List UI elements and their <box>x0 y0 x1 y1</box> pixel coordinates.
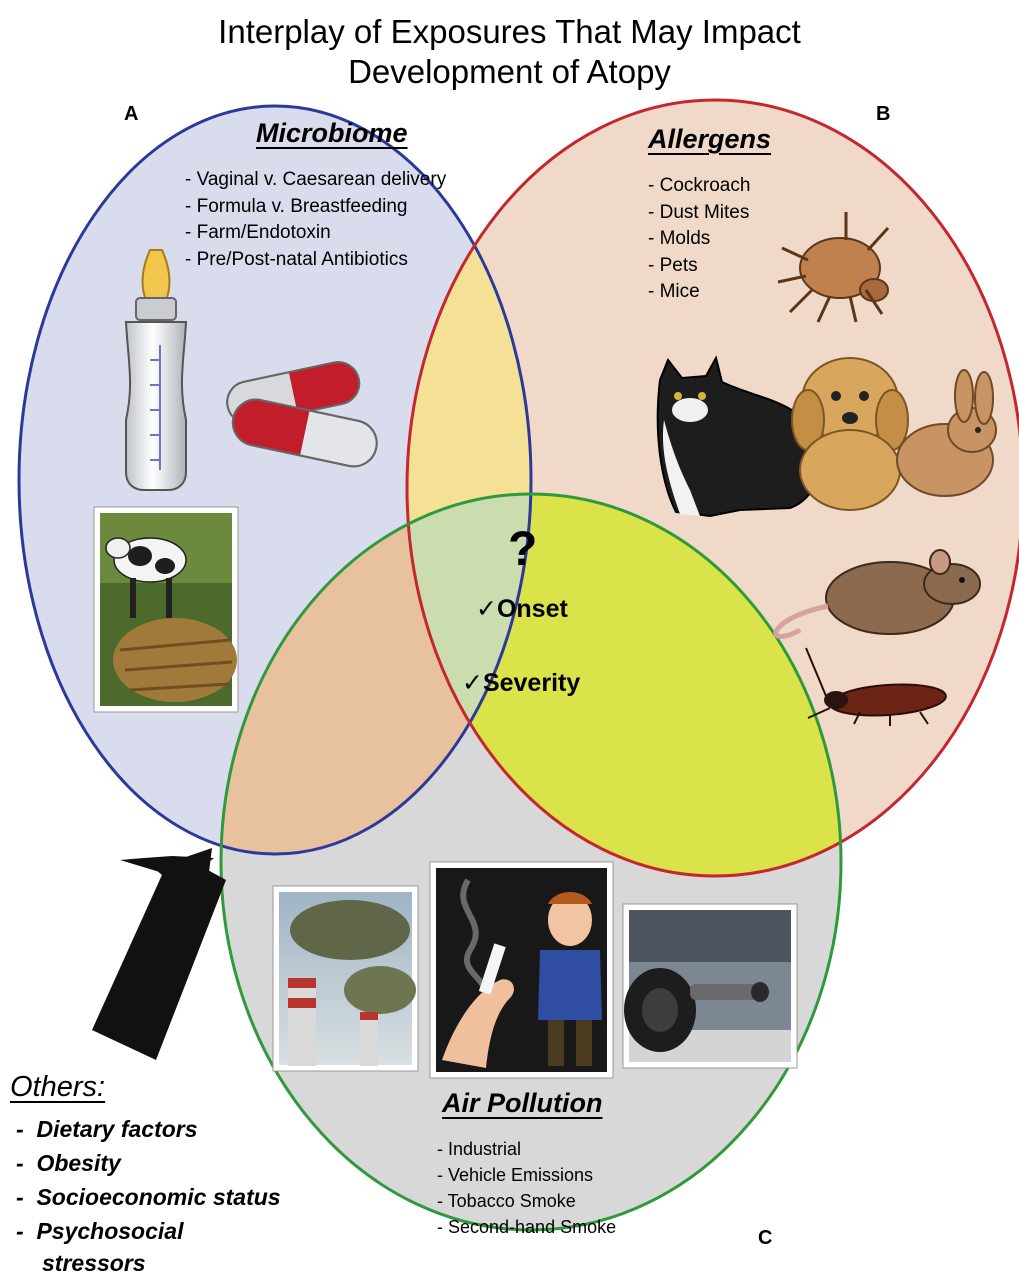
list-item: - Dust Mites <box>648 200 750 227</box>
list-item: - Pets <box>648 253 750 280</box>
set-a-list: - Vaginal v. Caesarean delivery - Formul… <box>185 167 446 273</box>
list-item: - Obesity <box>16 1146 281 1180</box>
others-heading: Others: <box>10 1071 105 1104</box>
child-with-cigarette-image <box>430 862 613 1078</box>
set-c-letter: C <box>758 1227 772 1250</box>
list-item: - Molds <box>648 226 750 253</box>
set-b-list: - Cockroach - Dust Mites - Molds - Pets … <box>648 173 750 306</box>
list-item: - Pre/Post-natal Antibiotics <box>185 247 446 274</box>
bullet: - <box>16 1184 24 1210</box>
list-item-label: Psychosocial <box>36 1218 183 1244</box>
list-item: - Cockroach <box>648 173 750 200</box>
center-question-mark: ? <box>508 522 537 577</box>
car-exhaust-image <box>623 904 797 1068</box>
list-item: - Industrial <box>437 1136 616 1162</box>
factory-smokestacks-image <box>273 886 418 1071</box>
diagram-title-line-1: Interplay of Exposures That May Impact <box>0 12 1019 52</box>
center-onset: ✓Onset <box>476 594 568 624</box>
list-item-label: Dietary factors <box>36 1116 197 1142</box>
others-list: - Dietary factors - Obesity - Socioecono… <box>16 1112 281 1248</box>
bullet: - <box>16 1218 24 1244</box>
list-item: - Socioeconomic status <box>16 1180 281 1214</box>
bullet: - <box>16 1116 24 1142</box>
list-item-label: Socioeconomic status <box>36 1184 280 1210</box>
set-c-list: - Industrial - Vehicle Emissions - Tobac… <box>437 1136 616 1240</box>
diagram-title-line-2: Development of Atopy <box>0 52 1019 92</box>
list-item: - Tobacco Smoke <box>437 1188 616 1214</box>
set-c-heading: Air Pollution <box>442 1088 602 1119</box>
list-item-label: Obesity <box>36 1150 120 1176</box>
set-a-heading: Microbiome <box>256 118 408 149</box>
list-item: - Dietary factors <box>16 1112 281 1146</box>
list-item: - Vehicle Emissions <box>437 1162 616 1188</box>
set-a-letter: A <box>124 103 138 126</box>
arrow-icon <box>92 848 226 1060</box>
set-b-heading: Allergens <box>648 124 771 155</box>
bullet: - <box>16 1150 24 1176</box>
list-item: - Second-hand Smoke <box>437 1214 616 1240</box>
list-item: - Vaginal v. Caesarean delivery <box>185 167 446 194</box>
others-item-continuation: stressors <box>42 1250 146 1277</box>
cow-with-hay-image <box>94 507 238 712</box>
center-severity: ✓Severity <box>462 668 580 698</box>
list-item: - Formula v. Breastfeeding <box>185 194 446 221</box>
list-item: - Mice <box>648 279 750 306</box>
list-item: - Farm/Endotoxin <box>185 220 446 247</box>
set-b-letter: B <box>876 103 890 126</box>
puppy-icon <box>792 358 908 510</box>
list-item: - Psychosocial <box>16 1214 281 1248</box>
